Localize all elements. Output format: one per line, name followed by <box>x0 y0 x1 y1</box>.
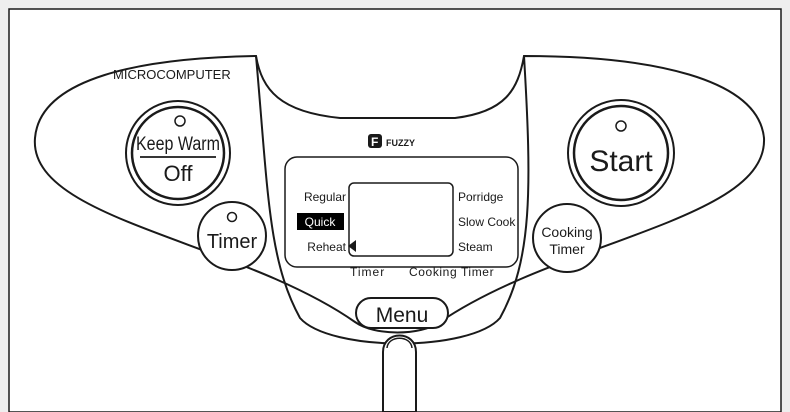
selection-arrow-icon <box>348 240 356 252</box>
mode-reheat: Reheat <box>307 240 346 254</box>
menu-button[interactable]: Menu <box>355 297 449 329</box>
start-button[interactable]: Start <box>567 99 675 207</box>
fuzzy-logo-label: FUZZY <box>386 138 415 148</box>
start-button-label: Start <box>589 145 653 178</box>
mode-quick: Quick <box>305 215 337 229</box>
display-cooking-timer-label: Cooking Timer <box>409 265 494 279</box>
start-indicator-lamp <box>615 120 627 132</box>
cooking-timer-button[interactable]: Cooking Timer <box>532 203 602 273</box>
fuzzy-logo: F FUZZY <box>368 134 415 149</box>
mode-porridge: Porridge <box>458 190 504 204</box>
keep-warm-indicator-lamp <box>174 115 186 127</box>
timer-button-label: Timer <box>207 231 258 253</box>
fuzzy-logo-letter: F <box>371 135 378 149</box>
mode-quick-highlight <box>297 213 344 230</box>
mode-steam: Steam <box>458 240 493 254</box>
lcd-display-panel: Regular Quick Reheat Porridge Slow Cook … <box>284 156 519 279</box>
display-timer-label: Timer <box>350 265 385 279</box>
cooking-timer-label-line1: Cooking <box>541 224 592 240</box>
model-label: MICROCOMPUTER <box>113 67 231 82</box>
mode-regular: Regular <box>304 190 346 204</box>
timer-button[interactable]: Timer <box>197 201 267 271</box>
fuzzy-logo-box <box>368 134 382 148</box>
timer-indicator-lamp <box>226 211 238 223</box>
finger-nail-line <box>386 337 413 349</box>
off-label: Off <box>164 161 194 186</box>
lcd-screen <box>348 182 454 257</box>
pointing-finger-icon <box>382 334 417 412</box>
cooking-timer-label-line2: Timer <box>549 241 585 257</box>
menu-button-label: Menu <box>376 304 429 327</box>
keep-warm-off-button[interactable]: Keep Warm Off <box>125 100 231 206</box>
keep-warm-label: Keep Warm <box>136 134 220 155</box>
mode-slow-cook: Slow Cook <box>458 215 516 229</box>
